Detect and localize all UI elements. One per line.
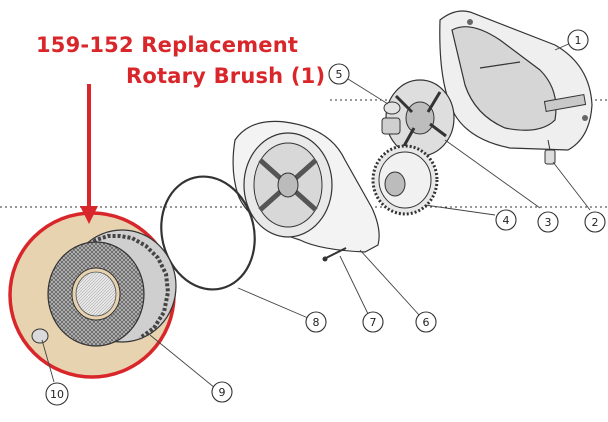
svg-text:3: 3 bbox=[545, 216, 552, 229]
callout-5: 5 bbox=[328, 63, 350, 85]
red-arrow bbox=[80, 84, 98, 224]
callout-6: 6 bbox=[415, 311, 437, 333]
callout-8: 8 bbox=[305, 311, 327, 333]
svg-text:8: 8 bbox=[313, 316, 320, 329]
part-gear bbox=[371, 144, 439, 216]
part-end-cap bbox=[31, 328, 49, 344]
callout-4: 4 bbox=[495, 209, 517, 231]
part-bolt bbox=[544, 139, 556, 165]
part-impeller bbox=[381, 79, 455, 157]
callout-3: 3 bbox=[537, 211, 559, 233]
callout-10: 10 bbox=[45, 382, 69, 406]
callout-1: 1 bbox=[567, 29, 589, 51]
svg-text:1: 1 bbox=[575, 34, 582, 47]
svg-text:2: 2 bbox=[592, 216, 599, 229]
svg-text:7: 7 bbox=[370, 316, 377, 329]
part-rotary-brush bbox=[47, 229, 177, 347]
svg-text:10: 10 bbox=[50, 388, 64, 401]
rotary-brush-highlight bbox=[8, 211, 177, 379]
svg-text:5: 5 bbox=[336, 68, 343, 81]
part-motor-housing bbox=[439, 10, 593, 151]
product-title-line1: 159-152 Replacement bbox=[36, 33, 299, 57]
part-gasket-ring bbox=[160, 175, 256, 291]
svg-text:4: 4 bbox=[503, 214, 510, 227]
product-title-line2: Rotary Brush (1) bbox=[126, 64, 326, 88]
callout-7: 7 bbox=[362, 311, 384, 333]
part-back-plate bbox=[232, 120, 380, 253]
callout-9: 9 bbox=[211, 381, 233, 403]
svg-text:9: 9 bbox=[219, 386, 226, 399]
svg-text:6: 6 bbox=[423, 316, 430, 329]
callout-2: 2 bbox=[584, 211, 606, 233]
part-screw bbox=[322, 247, 347, 262]
